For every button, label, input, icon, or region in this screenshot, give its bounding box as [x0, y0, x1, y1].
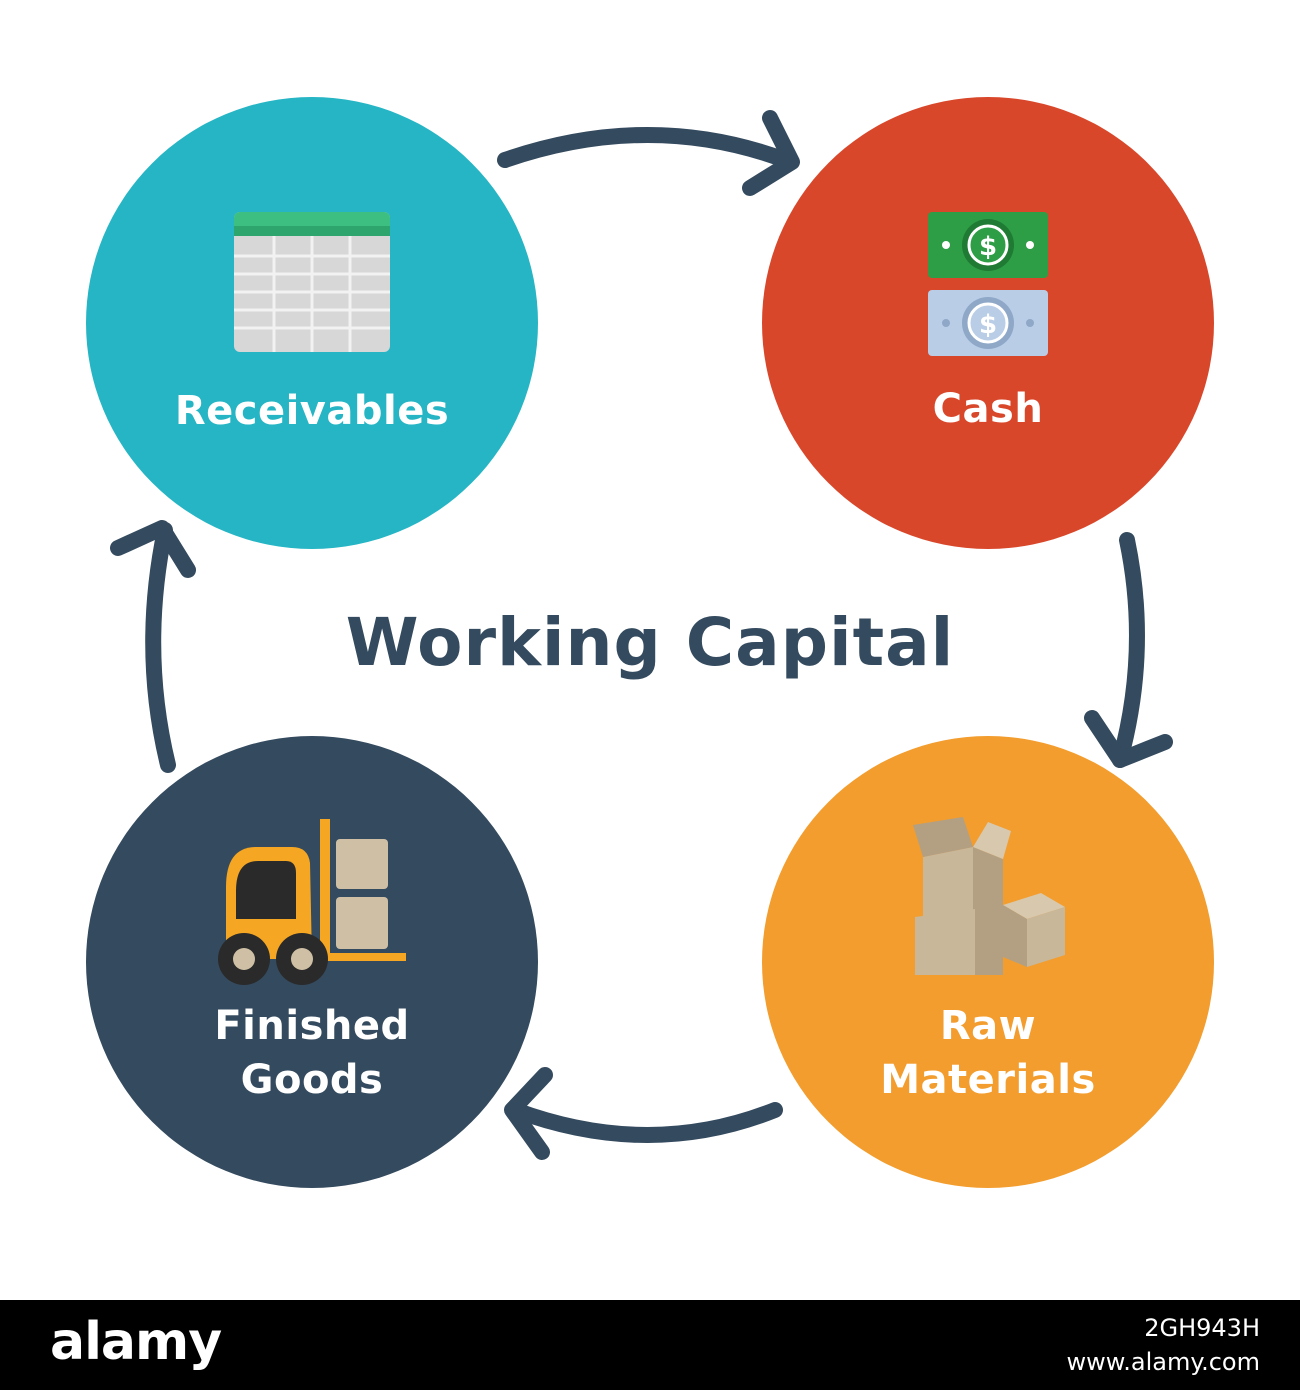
node-finished-goods: Finished Goods: [86, 736, 538, 1188]
arrowhead-receivables-to-cash: [742, 110, 800, 196]
arrow-raw-to-finished: [507, 1102, 783, 1143]
node-label-cash: Cash: [932, 386, 1044, 432]
footer-image-id: 2GH943H: [1144, 1314, 1260, 1342]
node-label-receivables: Receivables: [174, 388, 450, 434]
boxes-icon: [903, 817, 1073, 981]
diagram-title: Working Capital: [345, 604, 955, 681]
spreadsheet-icon: [232, 208, 392, 358]
working-capital-diagram: Receivables $ $ Cash: [86, 97, 1214, 1188]
arrowhead-finished-to-receivables: [110, 520, 196, 578]
footer-url: www.alamy.com: [1066, 1348, 1260, 1376]
money-bills-icon: $ $: [926, 210, 1050, 362]
arrowhead-raw-to-finished: [504, 1067, 553, 1160]
svg-text:$: $: [979, 310, 997, 340]
arrow-receivables-to-cash: [497, 127, 793, 168]
svg-text:$: $: [979, 232, 997, 262]
node-receivables: Receivables: [86, 97, 538, 549]
footer-bar: alamy 2GH943H www.alamy.com: [0, 1300, 1300, 1390]
arrow-cash-to-raw: [1112, 532, 1145, 768]
node-raw-materials: Raw Materials: [762, 736, 1214, 1188]
footer-logo: alamy: [50, 1312, 222, 1372]
cycle-arrows: [110, 110, 1173, 1160]
forklift-icon: [216, 817, 408, 993]
arrowhead-cash-to-raw: [1084, 710, 1173, 768]
arrow-finished-to-receivables: [145, 522, 176, 773]
node-label-finished-goods: Finished Goods: [214, 1003, 410, 1103]
node-label-raw-materials: Raw Materials: [880, 1003, 1096, 1103]
node-cash: $ $ Cash: [762, 97, 1214, 549]
